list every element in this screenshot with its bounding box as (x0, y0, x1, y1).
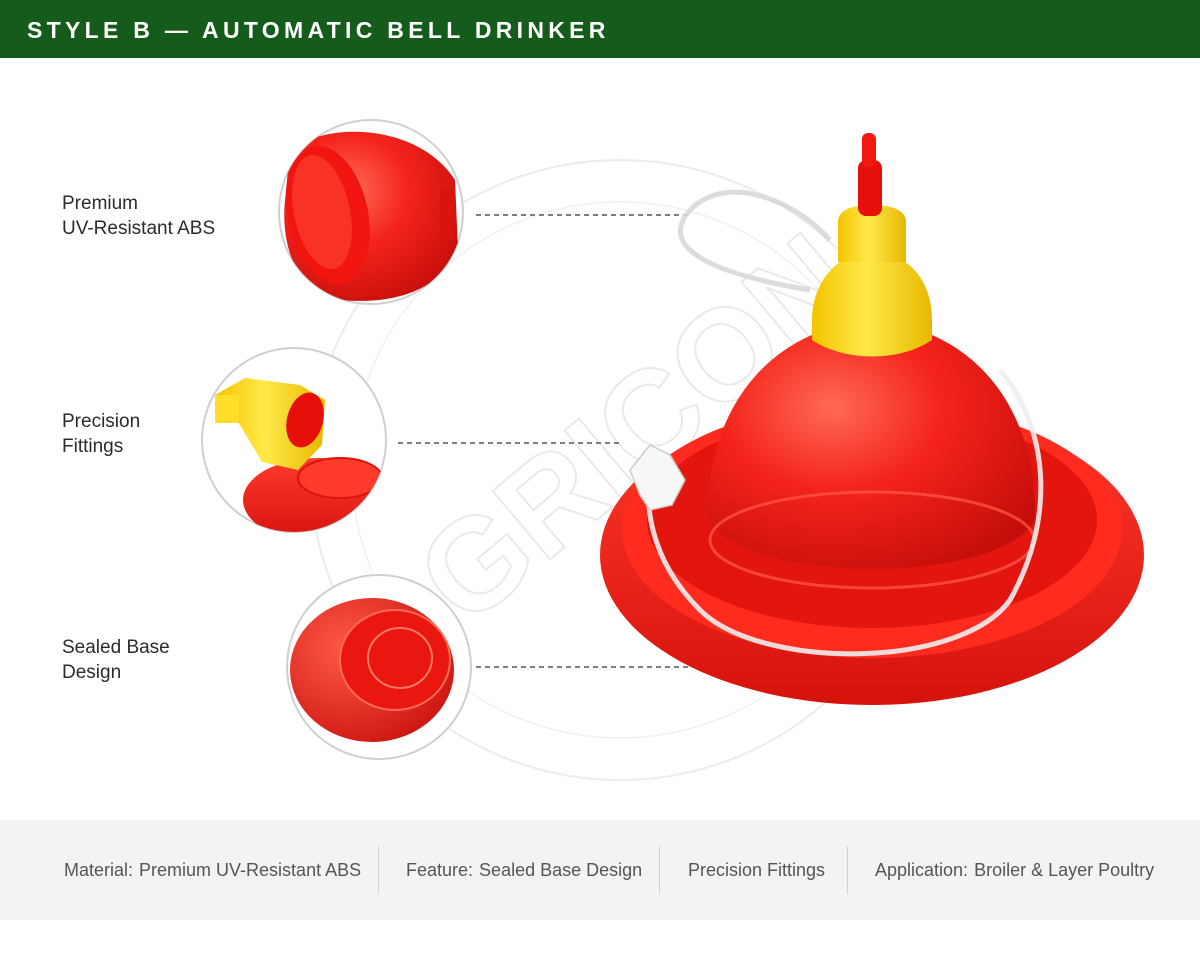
spec-value: Sealed Base Design (479, 860, 643, 880)
feature-label-fittings: Precision Fittings (62, 409, 140, 459)
spec-fittings: Precision Fittings (688, 858, 825, 882)
feature-label-base: Sealed Base Design (62, 635, 170, 685)
header-bar: STYLE B — AUTOMATIC BELL DRINKER (0, 0, 1200, 58)
feature-label-line: Precision (62, 411, 141, 432)
spec-key: Material: (64, 860, 134, 880)
spec-material: Material:Premium UV-Resistant ABS (64, 858, 361, 882)
bell-drinker-product-image (600, 133, 1144, 705)
sealed-base-detail (286, 574, 472, 760)
spec-feature: Feature:Sealed Base Design (406, 858, 642, 882)
spec-key: Application: (875, 860, 969, 880)
page-title: STYLE B — AUTOMATIC BELL DRINKER (27, 17, 610, 43)
spec-application: Application:Broiler & Layer Poultry (875, 858, 1154, 882)
feature-label-line: Design (62, 662, 122, 683)
hopper-cup-detail (278, 119, 464, 305)
product-illustration: AGRICON (201, 119, 1144, 781)
feature-label-line: UV-Resistant ABS (62, 218, 216, 239)
spec-value: Premium UV-Resistant ABS (139, 860, 362, 880)
spec-value: Broiler & Layer Poultry (974, 860, 1155, 880)
spec-bar: Material:Premium UV-Resistant ABS Featur… (0, 820, 1200, 920)
feature-label-line: Sealed Base (62, 637, 170, 658)
feature-label-material: Premium UV-Resistant ABS (62, 191, 215, 241)
spec-value: Precision Fittings (688, 860, 826, 880)
divider (847, 846, 848, 894)
spec-key: Feature: (406, 860, 474, 880)
fitting-detail (201, 347, 387, 533)
divider (659, 846, 660, 894)
feature-label-line: Premium (62, 193, 139, 214)
divider (378, 846, 379, 894)
feature-label-line: Fittings (62, 436, 124, 457)
